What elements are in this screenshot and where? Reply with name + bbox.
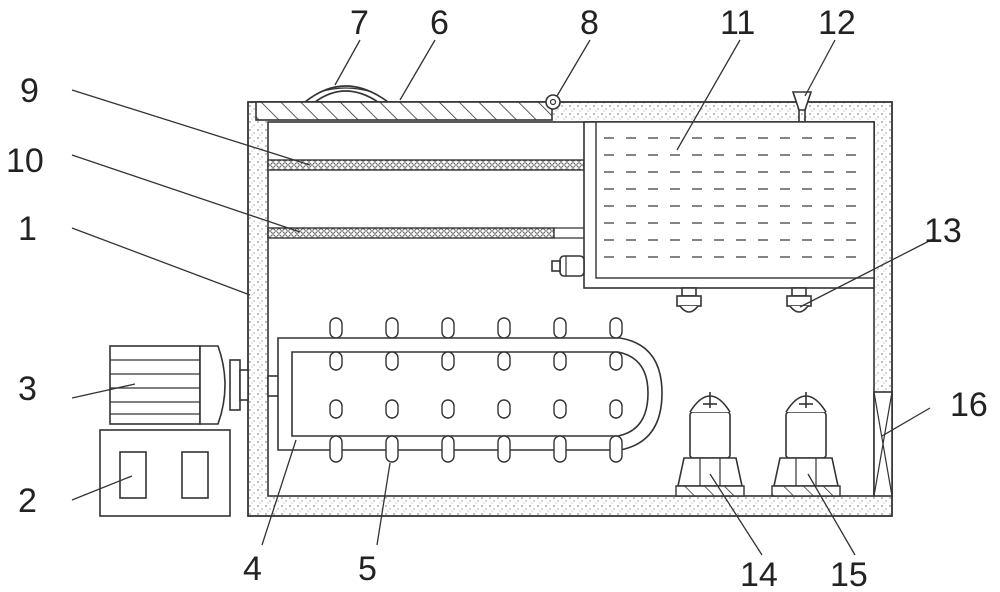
stirring-pin: [329, 435, 343, 463]
stirring-pin: [553, 351, 567, 371]
label-6: 6: [430, 4, 449, 42]
stirring-pin: [329, 351, 343, 371]
stirring-pin: [385, 399, 399, 419]
stirring-pin: [609, 351, 623, 371]
stirring-pin: [441, 435, 455, 463]
stirring-pin: [441, 351, 455, 371]
stirring-pin: [553, 317, 567, 339]
stirring-pin: [609, 399, 623, 419]
handle: [304, 85, 389, 103]
vent: [873, 391, 893, 497]
hinge: [545, 94, 561, 110]
stirring-pin: [329, 399, 343, 419]
label-3: 3: [18, 370, 37, 408]
label-12: 12: [818, 4, 856, 42]
label-7: 7: [350, 4, 369, 42]
filter-screens: [267, 159, 585, 239]
motor: [109, 345, 249, 425]
stirring-pin: [609, 435, 623, 463]
label-1: 1: [18, 210, 37, 248]
stirring-frame: [277, 317, 663, 463]
stirring-pin: [497, 351, 511, 371]
stirring-pin: [441, 399, 455, 419]
label-13: 13: [924, 212, 962, 250]
stirring-pin: [609, 317, 623, 339]
stirring-pin: [553, 399, 567, 419]
leader-lines: [71, 39, 936, 556]
stirring-pin: [385, 317, 399, 339]
motor-base: [99, 429, 231, 517]
part-labels: 1 2 3 4 5 6 7 8 9 10 11 12 13 14 15 16: [6, 4, 988, 592]
inlet-funnel: [791, 91, 813, 122]
stirring-pin: [497, 317, 511, 339]
label-2: 2: [18, 482, 37, 520]
label-4: 4: [243, 550, 262, 588]
stirring-pin: [329, 317, 343, 339]
water-tank: [583, 121, 875, 289]
heaters: [675, 392, 841, 497]
label-5: 5: [358, 550, 377, 588]
label-11: 11: [720, 4, 755, 42]
stirring-pin: [385, 435, 399, 463]
stirring-pin: [385, 351, 399, 371]
label-15: 15: [830, 556, 868, 592]
stirring-pin: [497, 399, 511, 419]
label-8: 8: [580, 4, 599, 42]
lid: [255, 101, 553, 121]
spray-nozzles: [676, 287, 812, 313]
label-10: 10: [6, 142, 44, 180]
label-9: 9: [20, 72, 39, 110]
label-16: 16: [950, 386, 988, 424]
label-14: 14: [740, 556, 778, 592]
stirring-pin: [441, 317, 455, 339]
pump: [551, 255, 585, 277]
stirring-pin: [497, 435, 511, 463]
stirring-pin: [553, 435, 567, 463]
